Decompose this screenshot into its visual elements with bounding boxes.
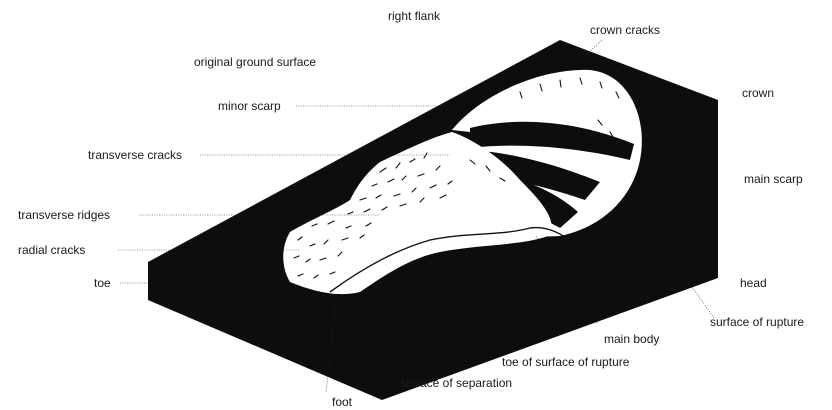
label-surface-of-rupture: surface of rupture — [710, 315, 804, 329]
label-main-body: main body — [604, 332, 659, 346]
label-crown-cracks: crown cracks — [590, 23, 660, 37]
label-crown: crown — [742, 86, 774, 100]
label-head: head — [740, 276, 767, 290]
label-minor-scarp: minor scarp — [218, 99, 281, 113]
label-right-flank: right flank — [388, 9, 441, 23]
label-radial-cracks: radial cracks — [18, 243, 85, 257]
label-transverse-cracks: transverse cracks — [88, 148, 182, 162]
label-main-scarp: main scarp — [744, 172, 803, 186]
label-transverse-ridges: transverse ridges — [18, 208, 110, 222]
label-surface-of-separation: surface of separation — [400, 376, 512, 390]
label-foot: foot — [332, 395, 353, 409]
label-original-ground-surface: original ground surface — [194, 55, 316, 69]
label-toe-of-surface-of-rupture: toe of surface of rupture — [502, 355, 630, 369]
label-toe: toe — [94, 276, 111, 290]
